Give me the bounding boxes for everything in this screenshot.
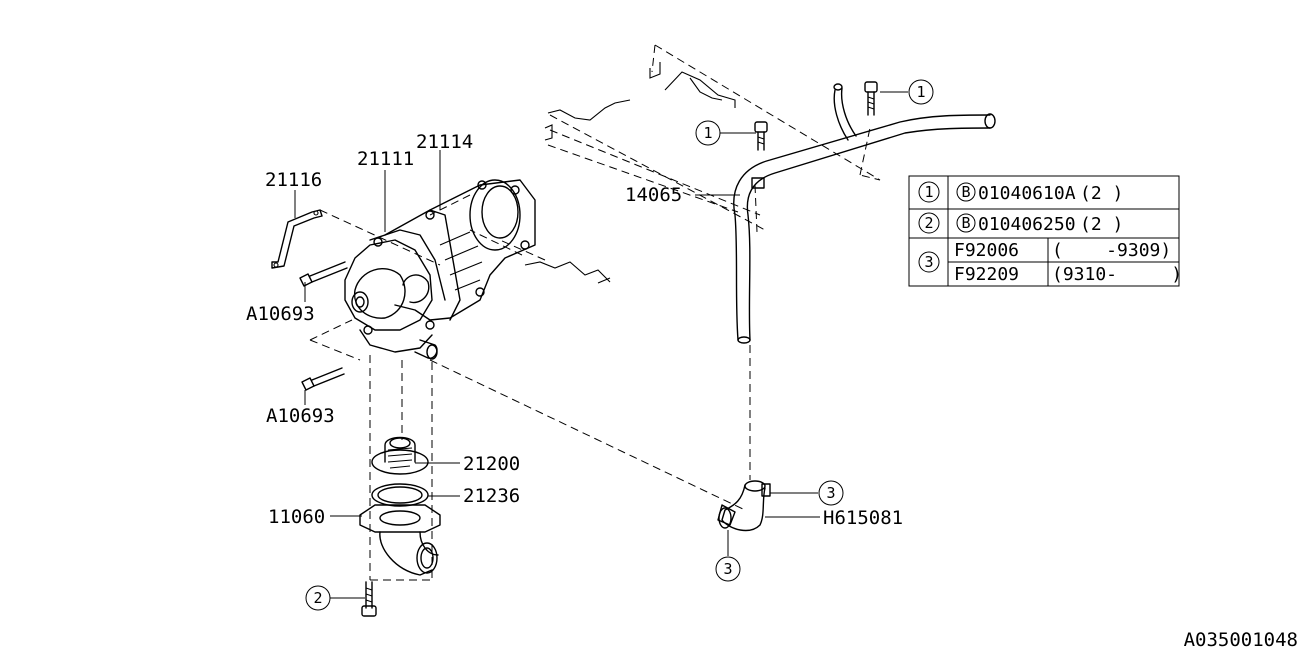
callout-number: 3 <box>826 484 835 502</box>
part-number: 01040610A <box>978 183 1076 204</box>
callout-3-right: 3 <box>818 480 844 506</box>
label-21116: 21116 <box>265 169 322 191</box>
gasket-21236 <box>371 483 429 507</box>
label-a10693-top: A10693 <box>246 303 315 325</box>
thermostat-21200 <box>371 436 429 475</box>
callout-number: 2 <box>313 589 322 607</box>
bolt-a10693-bottom <box>301 367 345 391</box>
label-21111: 21111 <box>357 148 414 170</box>
label-21200: 21200 <box>463 453 520 475</box>
water-pump-body <box>344 179 536 360</box>
engine-block-sketch <box>524 62 736 284</box>
callout-1-left: 1 <box>695 120 721 146</box>
callout-number: 1 <box>703 124 712 142</box>
row-number: 3 <box>924 253 933 271</box>
label-11060: 11060 <box>268 506 325 528</box>
callout-2-bottom: 2 <box>305 585 331 611</box>
row-number: 1 <box>924 183 933 201</box>
parts-table: 1 B 01040610A (2 ) 2 B 010406250 (2 ) 3 … <box>908 175 1182 287</box>
callout-3-bottom: 3 <box>715 556 741 582</box>
bolt-top-left <box>754 121 768 151</box>
row-number: 2 <box>924 214 933 232</box>
label-h615081: H615081 <box>823 507 903 529</box>
date-range: ( -9309) <box>1052 240 1171 261</box>
b-mark-icon: B <box>961 183 970 201</box>
reference-dashed-lines <box>309 44 881 581</box>
table-row: 3 F92006 ( -9309) F92209 (9310- ) <box>918 240 1182 285</box>
callout-number: 3 <box>723 560 732 578</box>
callout-number: 1 <box>916 83 925 101</box>
bracket-21116 <box>271 209 323 269</box>
bolt-top-right <box>864 81 878 116</box>
label-21114: 21114 <box>416 131 473 153</box>
part-number: F92006 <box>954 240 1019 261</box>
table-row: 2 B 010406250 (2 ) <box>918 212 1123 235</box>
part-number: F92209 <box>954 264 1019 285</box>
diagram-code: A035001048 <box>1184 629 1298 651</box>
date-range: (9310- ) <box>1052 264 1182 285</box>
label-21236: 21236 <box>463 485 520 507</box>
pipe-14065 <box>733 83 996 344</box>
quantity: (2 ) <box>1080 183 1123 204</box>
b-mark-icon: B <box>961 214 970 232</box>
thermostat-cover-11060 <box>359 504 441 576</box>
label-a10693-bottom: A10693 <box>266 405 335 427</box>
bolt-a10693-top <box>299 261 348 287</box>
leader-lines <box>294 91 908 599</box>
quantity: (2 ) <box>1080 214 1123 235</box>
bolt-bottom <box>361 581 377 617</box>
hose-h615081 <box>717 480 771 532</box>
table-row: 1 B 01040610A (2 ) <box>918 181 1123 204</box>
callout-1-right: 1 <box>908 79 934 105</box>
label-14065: 14065 <box>625 184 682 206</box>
part-number: 010406250 <box>978 214 1076 235</box>
